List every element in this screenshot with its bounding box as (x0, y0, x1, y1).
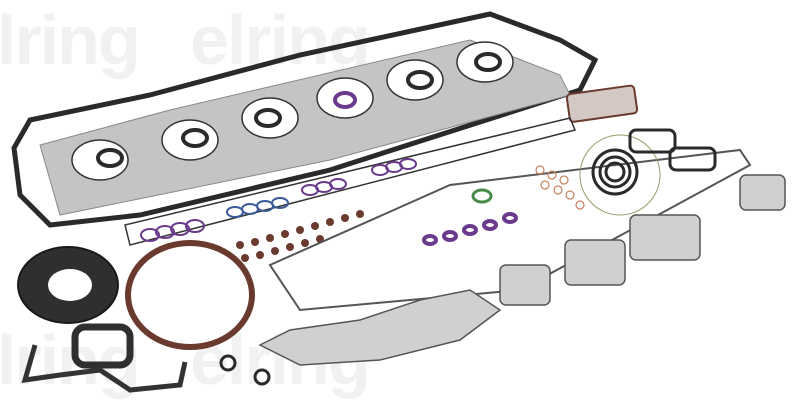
watermark-text: elring (0, 1, 141, 79)
watermark-text: elring (190, 1, 371, 79)
rear-main-seal (125, 240, 255, 350)
valve-cover-gasket (11, 11, 599, 228)
watermark-text: elring (0, 321, 141, 399)
